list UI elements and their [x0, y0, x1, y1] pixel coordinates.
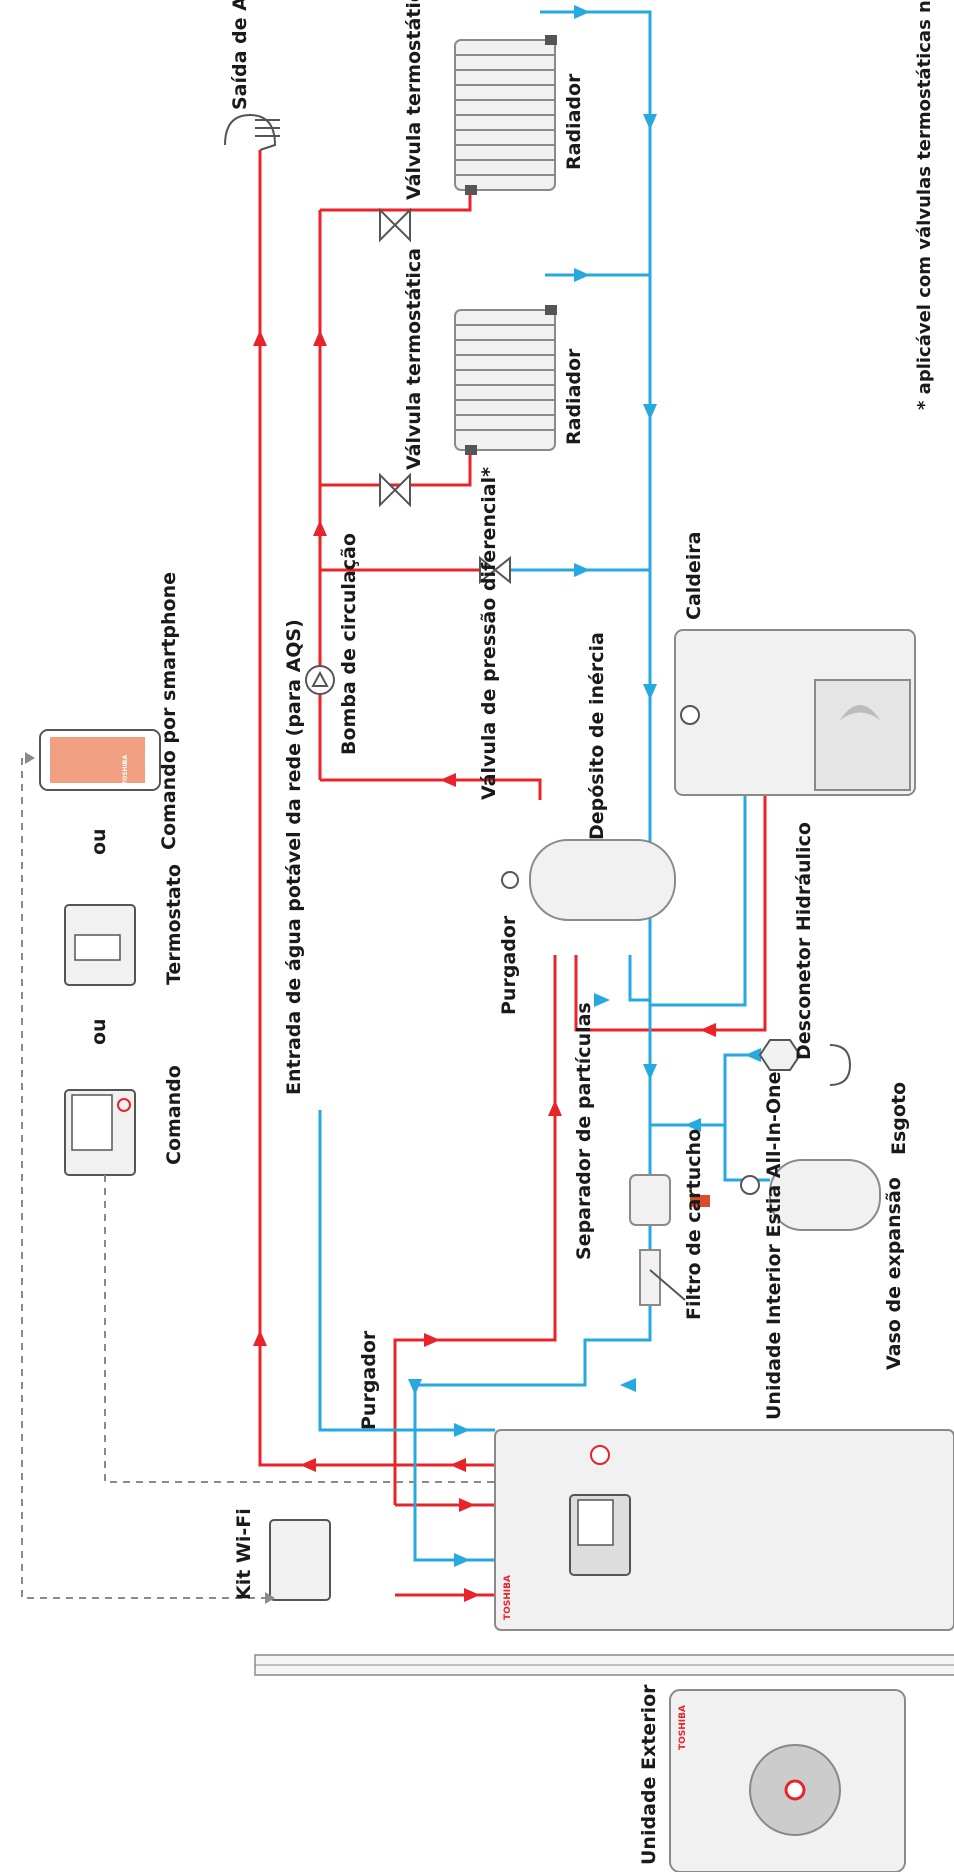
- flow-arrows: [253, 330, 716, 1602]
- label-esgoto: Esgoto: [888, 1082, 910, 1155]
- phone-brand: TOSHIBA: [122, 755, 129, 785]
- differential-valve-icon: [479, 555, 511, 585]
- label-filtro: Filtro de cartucho: [683, 1129, 705, 1320]
- label-desconetor: Desconetor Hidráulico: [793, 822, 815, 1060]
- particle-separator-icon: [629, 1174, 710, 1226]
- disconnector-icon: [758, 1039, 802, 1071]
- label-valvula-bottom: Válvula termostática: [403, 248, 425, 470]
- thermostatic-valve-top-icon: [379, 207, 411, 243]
- label-radiador-bottom: Radiador: [563, 348, 585, 445]
- control-links: [21, 752, 495, 1604]
- label-saida-aqs: Saída de AQS: [229, 0, 251, 110]
- label-separador: Separador de partículas: [573, 1002, 595, 1260]
- label-termostato: Termostato: [163, 864, 185, 985]
- label-vaso: Vaso de expansão: [883, 1177, 905, 1370]
- radiator-top-icon: [454, 35, 557, 195]
- label-comando-smartphone: Comando por smartphone: [158, 572, 180, 850]
- thermostatic-valve-bottom-icon: [379, 472, 411, 508]
- label-deposito: Depósito de inércia: [586, 632, 608, 840]
- cartridge-filter-icon: [639, 1249, 686, 1306]
- drain-icon: [829, 1044, 852, 1086]
- label-unidade-exterior: Unidade Exterior: [638, 1684, 660, 1865]
- expansion-vessel-icon: [740, 1159, 881, 1231]
- label-ou-2: ou: [88, 1018, 110, 1045]
- label-bomba: Bomba de circulação: [338, 533, 360, 755]
- smartphone-icon: [39, 729, 161, 791]
- label-purgador-tank: Purgador: [498, 915, 520, 1015]
- outdoor-unit-icon: [669, 1689, 906, 1872]
- label-unidade-interior: Unidade Interior Estia All-In-One: [763, 1072, 785, 1420]
- boiler-icon: [674, 629, 916, 796]
- controller-icon: [64, 1089, 136, 1176]
- label-radiador-top: Radiador: [563, 73, 585, 170]
- label-kit-wifi: Kit Wi-Fi: [233, 1508, 255, 1600]
- radiator-bottom-icon: [454, 305, 557, 455]
- hot-pipes: [258, 150, 767, 1597]
- indoor-brand: TOSHIBA: [503, 1575, 513, 1620]
- label-comando: Comando: [163, 1065, 185, 1165]
- label-valvula-top: Válvula termostática: [403, 0, 425, 200]
- indoor-unit-icon: [494, 1429, 954, 1631]
- buffer-tank-icon: [501, 839, 676, 921]
- wall-icon: [254, 1654, 954, 1676]
- label-valvula-pressao: Válvula de pressão diferencial*: [478, 467, 500, 800]
- outdoor-brand: TOSHIBA: [678, 1705, 688, 1750]
- label-entrada-agua: Entrada de água potável da rede (para AQ…: [283, 619, 305, 1095]
- label-caldeira: Caldeira: [683, 532, 705, 620]
- wifi-kit-icon: [269, 1519, 331, 1601]
- thermostat-icon: [64, 904, 136, 986]
- aqs-outlet-icon: [224, 113, 280, 151]
- flow-arrows-cold: [408, 5, 761, 1567]
- label-ou-1: ou: [88, 828, 110, 855]
- pump-icon: [305, 665, 335, 695]
- label-nota: * aplicável com válvulas termostáticas n…: [914, 0, 935, 410]
- label-purgador-unit: Purgador: [358, 1330, 380, 1430]
